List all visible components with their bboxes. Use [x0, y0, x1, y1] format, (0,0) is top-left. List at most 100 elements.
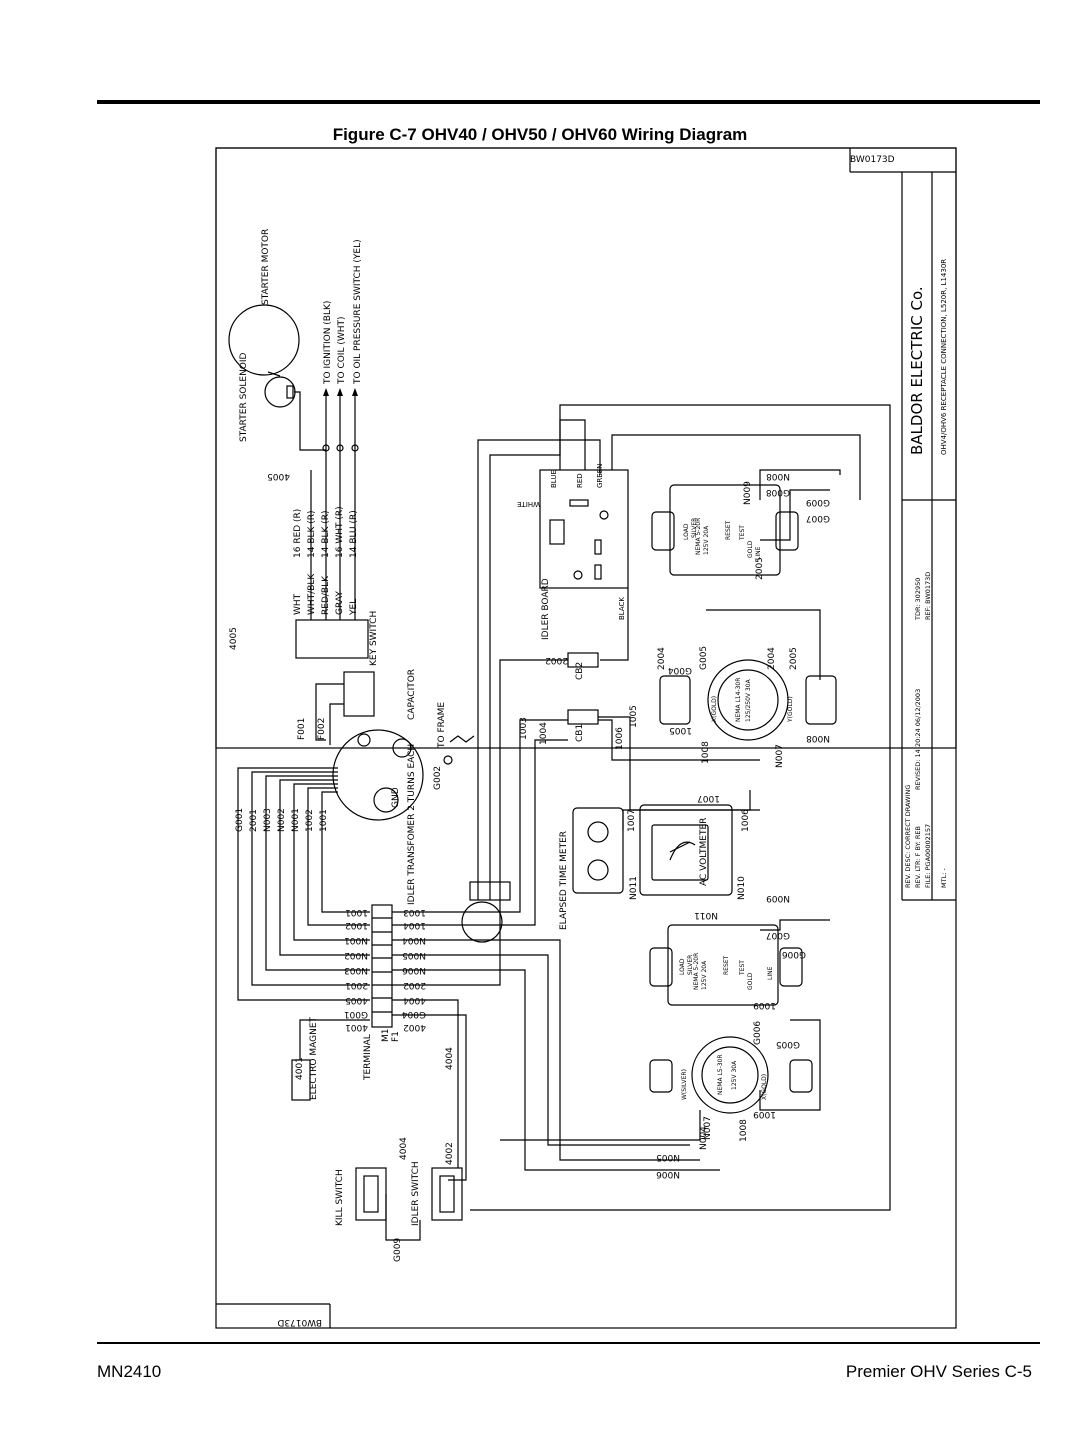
label-m1: M1 [381, 1029, 391, 1043]
wire-white [477, 439, 601, 900]
wire-g007 [760, 919, 830, 931]
wire-1006 [598, 719, 760, 761]
wire-green-board [611, 434, 861, 500]
figure-title: Figure C-7 OHV40 / OHV50 / OHV60 Wiring … [332, 125, 748, 144]
wire-id-f002: F002 [317, 718, 327, 740]
terminal-right-3: N005 [402, 950, 426, 960]
wire-color-0: WHT [293, 593, 303, 615]
ac-voltmeter-face [651, 824, 709, 881]
starter-motor-circle [228, 304, 300, 376]
label-starter-solenoid: STARTER SOLENOID [239, 352, 249, 442]
idler-transformer-coil [461, 901, 503, 943]
terminal-right-2: N004 [402, 935, 426, 945]
label-white: WHITE [517, 500, 540, 508]
connector-2 [336, 444, 344, 452]
wire-n004 [392, 939, 700, 1161]
r4-rating: 125V 30A [731, 1060, 738, 1090]
wire-id-4005: 4005 [229, 627, 239, 650]
r3-gold: GOLD [747, 972, 754, 990]
stator-lead-6: 1001 [319, 809, 329, 832]
wire-id-n008: N008 [806, 733, 830, 743]
stator-lead-1: 2001 [249, 809, 259, 832]
wire-id-n007-b: N007 [775, 744, 785, 768]
r1-nema: NEMA 5-20R [695, 518, 702, 555]
terminal-right-6: 4004 [403, 995, 426, 1005]
wire-g009 [385, 1194, 421, 1241]
ac-voltmeter [639, 804, 733, 896]
wire-4002 [392, 1014, 467, 1181]
r3-rating: 125V 20A [701, 960, 708, 990]
label-gnd: GND [391, 787, 401, 808]
wire-color-2: RED/BLK [321, 575, 331, 615]
wire-id-n011-b: N011 [694, 910, 718, 920]
label-blue: BLUE [550, 470, 558, 488]
r3-load: LOAD [679, 958, 686, 975]
wire-id-1008: 1008 [701, 741, 711, 764]
r1-silver: SILVER [691, 518, 698, 538]
lead-g001 [237, 767, 370, 1001]
solenoid-terminal [286, 385, 294, 399]
receptacle-4-inner [701, 1046, 759, 1104]
wire-spec-1: 14 BLK (R) [307, 510, 317, 558]
lead-n002 [279, 779, 370, 956]
wire-id-1005: 1005 [629, 705, 639, 728]
connector-1 [322, 444, 330, 452]
label-cb1: CB1 [575, 724, 585, 742]
terminal-left-2: N001 [344, 935, 368, 945]
ac-voltmeter-scale [669, 841, 696, 861]
wire-id-g007-top: G007 [806, 513, 830, 523]
wire-id-g006: G006 [753, 1021, 763, 1045]
footer-manual-number: MN2410 [97, 1362, 162, 1381]
electro-magnet-box [291, 1059, 311, 1101]
wire-n005 [392, 954, 690, 1146]
tb-ref: REF: BW0173D [924, 572, 932, 620]
terminal-right-8: 4002 [403, 1022, 426, 1032]
wire-id-g009: G009 [393, 1238, 403, 1262]
wire-id-g008: G008 [766, 487, 790, 497]
stator-pin-b [373, 787, 399, 813]
terminal-left-7: G001 [344, 1009, 368, 1019]
receptacle-3-tab-left [649, 947, 673, 987]
r4-x-gold: X(GOLD) [761, 1074, 768, 1100]
wire-id-4004-b: 4004 [399, 1137, 409, 1160]
wire-id-1009-b: 1009 [753, 1109, 776, 1119]
wire-id-n010: N010 [737, 876, 747, 900]
wire-n008-r1 [759, 469, 841, 500]
idler-board [539, 469, 629, 589]
wire-id-n005: N005 [656, 1152, 680, 1162]
wire-red-board [559, 419, 586, 470]
label-green: GREEN [596, 464, 604, 488]
elapsed-time-meter [572, 807, 624, 894]
label-idler-transformer: IDLER TRANSFOMER 2 TURNS EACH [407, 744, 417, 905]
wire-2004 [706, 609, 821, 680]
label-capacitor: CAPACITOR [407, 669, 417, 720]
label-elapsed-time: ELAPSED TIME METER [559, 831, 569, 930]
r3-line: LINE [767, 966, 774, 980]
r1-test: TEST [739, 525, 746, 541]
receptacle-3-tab-right [779, 947, 803, 987]
receptacle-4-tab-right [789, 1059, 813, 1093]
r2-rating: 125/250V 30A [745, 678, 752, 722]
terminal-right-5: 2002 [403, 980, 426, 990]
label-f1: F1 [391, 1031, 401, 1042]
wire-id-2005: 2005 [755, 557, 765, 580]
r1-rating: 125V 20A [703, 525, 710, 555]
receptacle-2-inner [717, 669, 779, 731]
ac-voltmeter-needle [669, 841, 691, 853]
label-red: RED [576, 473, 584, 488]
tb-revised: REVISED: 14:20:24 06/12/2003 [914, 689, 922, 790]
drawing-number-bottom: BW0173D [277, 1317, 322, 1327]
lead-n003 [265, 775, 370, 971]
tb-file: FILE: PGA00002157 [924, 824, 932, 888]
wire-id-g007: G007 [766, 930, 790, 940]
terminal-left-8: 4001 [345, 1022, 368, 1032]
label-key-switch: KEY SWITCH [369, 611, 379, 666]
r2-x-gold: X(GOLD) [711, 696, 718, 722]
stator-lead-4: N001 [291, 808, 301, 832]
tb-rev-by: REV. LTR: F BY: REB [914, 826, 922, 888]
wire-id-1009: 1009 [753, 1000, 776, 1010]
idler-board-chip [549, 519, 565, 545]
idler-board-resistor-2 [594, 539, 602, 555]
wire-id-g005: G005 [699, 646, 709, 670]
r3-silver: SILVER [687, 955, 694, 975]
